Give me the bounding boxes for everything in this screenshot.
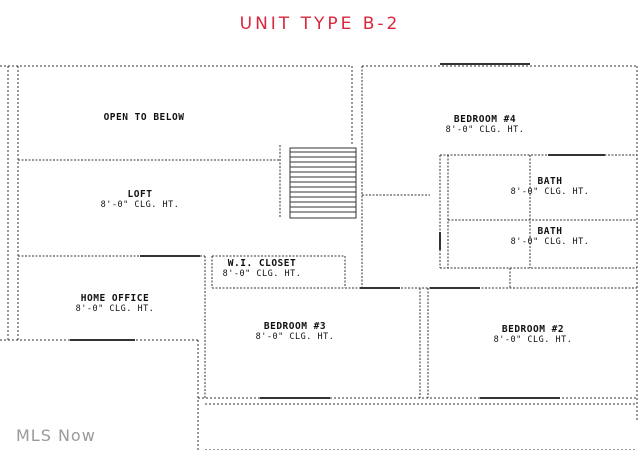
room-name: HOME OFFICE	[80, 293, 150, 304]
room-name: BEDROOM #3	[263, 321, 327, 332]
ceiling-height: 8'-0" CLG. HT.	[493, 335, 573, 345]
ceiling-height: 8'-0" CLG. HT.	[445, 125, 525, 135]
room-bath-lower: BATH 8'-0" CLG. HT.	[490, 226, 610, 248]
ceiling-height: 8'-0" CLG. HT.	[100, 200, 180, 210]
room-bedroom-3: BEDROOM #3 8'-0" CLG. HT.	[225, 321, 365, 343]
watermark: MLS Now	[16, 426, 96, 445]
room-home-office: HOME OFFICE 8'-0" CLG. HT.	[40, 293, 190, 315]
room-bath-upper: BATH 8'-0" CLG. HT.	[490, 176, 610, 198]
ceiling-height: 8'-0" CLG. HT.	[255, 332, 335, 342]
room-name: BATH	[537, 226, 563, 237]
staircase	[289, 147, 357, 219]
room-open-to-below-label: OPEN TO BELOW	[103, 112, 185, 123]
page-title: UNIT TYPE B-2	[239, 14, 401, 34]
ceiling-height: 8'-0" CLG. HT.	[510, 237, 590, 247]
room-wi-closet: W.I. CLOSET 8'-0" CLG. HT.	[214, 258, 310, 280]
room-bedroom-2: BEDROOM #2 8'-0" CLG. HT.	[458, 324, 608, 346]
room-name: BEDROOM #2	[501, 324, 565, 335]
room-bedroom-4: BEDROOM #4 8'-0" CLG. HT.	[415, 114, 555, 136]
room-loft: LOFT 8'-0" CLG. HT.	[80, 189, 200, 211]
room-name: W.I. CLOSET	[227, 258, 297, 269]
ceiling-height: 8'-0" CLG. HT.	[75, 304, 155, 314]
room-name: BEDROOM #4	[453, 114, 517, 125]
ceiling-height: 8'-0" CLG. HT.	[510, 187, 590, 197]
ceiling-height: 8'-0" CLG. HT.	[222, 269, 302, 279]
room-name: BATH	[537, 176, 563, 187]
room-open-to-below: OPEN TO BELOW	[100, 112, 188, 123]
openings	[70, 63, 605, 399]
room-name: LOFT	[127, 189, 153, 200]
